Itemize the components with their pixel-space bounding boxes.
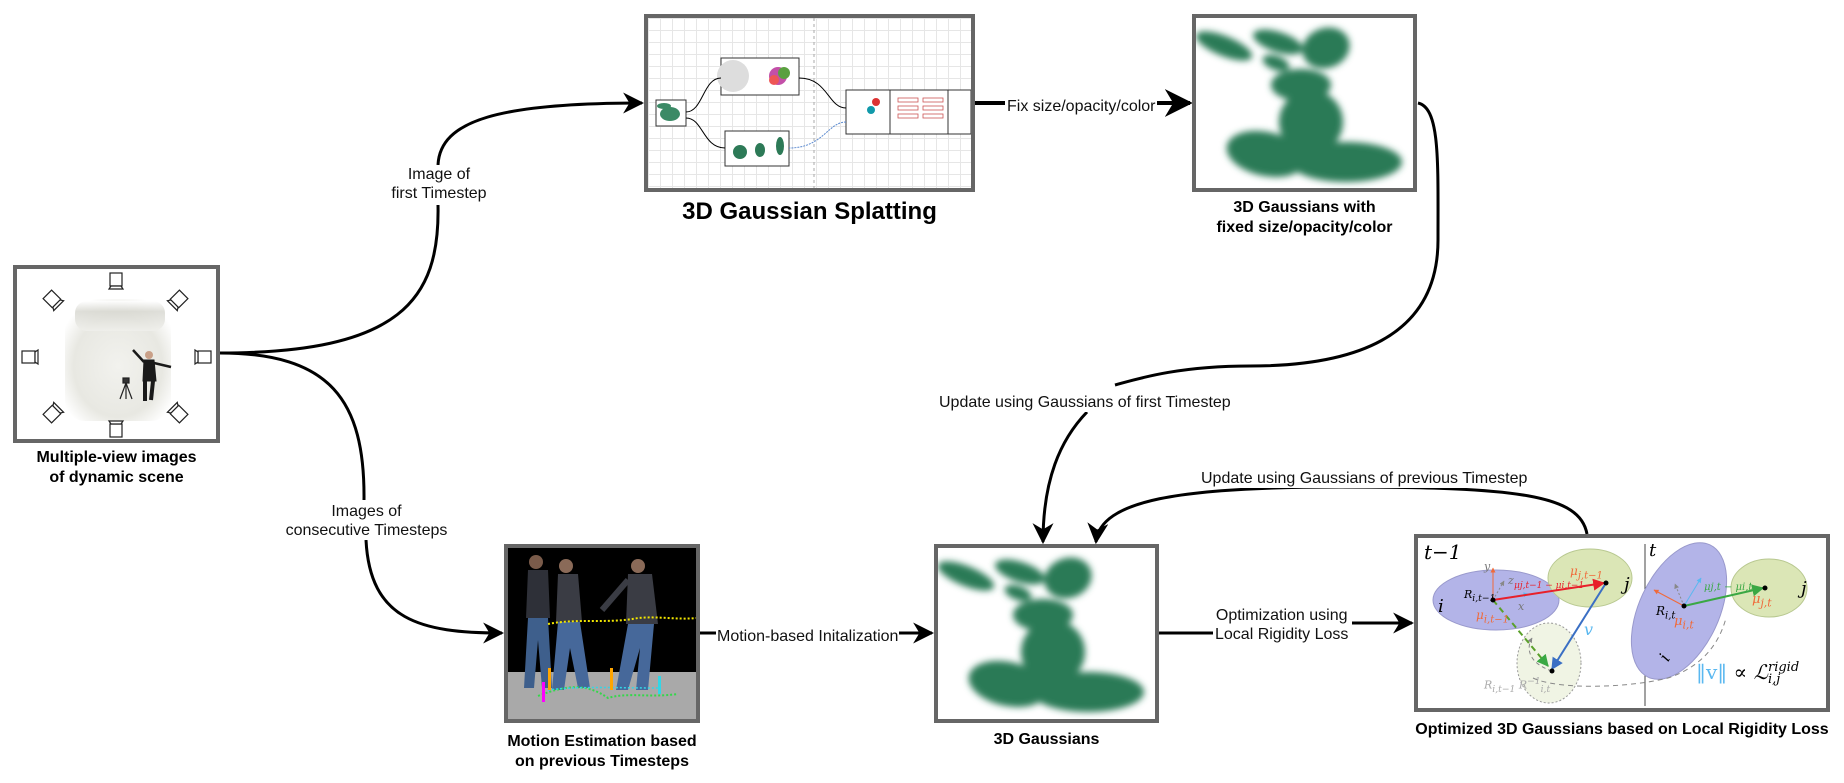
camera-icon <box>21 348 39 366</box>
label-axis-x: x <box>1518 600 1525 613</box>
dancer-icon <box>132 349 172 401</box>
fixed-gaussians-node <box>1192 14 1417 192</box>
camera-icon <box>107 272 125 290</box>
camera-icon <box>194 348 212 366</box>
label-rot-prev: Ri,t−1 <box>1464 588 1496 605</box>
motion-estimation-node <box>504 544 700 723</box>
label-rot-combo: Ri,t−1 R−1i,t <box>1484 676 1551 695</box>
motion-estimation-caption: Motion Estimation based on previous Time… <box>484 732 720 772</box>
edge-label-line: Image of <box>407 166 471 183</box>
camera-icon <box>42 401 65 424</box>
optimized-node: t−1 t i j i j Ri,t−1 μi,t−1 μj,t−1 μj,t−… <box>1414 534 1830 712</box>
pipeline-thumbnail <box>655 18 971 188</box>
person-frame <box>599 559 658 690</box>
gaussian-rotated <box>1516 622 1582 704</box>
label-j-prev: j <box>1624 574 1630 595</box>
label-v: v <box>1584 620 1594 639</box>
rigidity-figure: t−1 t i j i j Ri,t−1 μi,t−1 μj,t−1 μj,t−… <box>1418 538 1826 708</box>
cameras <box>21 272 212 438</box>
gaussian-j-t <box>1730 558 1808 618</box>
label-mu-i-prev: μi,t−1 <box>1476 608 1509 626</box>
walking-person-icon <box>508 548 696 719</box>
edge-label-update-previous: Update using Gaussians of previous Times… <box>1200 469 1529 488</box>
camera-icon <box>42 289 65 312</box>
camera-rig-icon <box>21 272 212 438</box>
caption-line: Multiple-view images <box>36 449 197 466</box>
camera-icon <box>166 401 189 424</box>
multiview-node <box>13 265 220 443</box>
edge-label-line: first Timestep <box>391 185 487 202</box>
person-frame <box>524 555 552 688</box>
caption-line: 3D Gaussians with <box>1233 199 1376 216</box>
label-mu-j-prev: μj,t−1 <box>1570 564 1603 582</box>
fixed-gaussians-caption: 3D Gaussians with fixed size/opacity/col… <box>1192 198 1417 238</box>
tripod-icon <box>119 377 133 400</box>
edge-label-fix: Fix size/opacity/color <box>1006 97 1157 116</box>
edge-label-motion-init: Motion-based Initalization <box>716 627 900 646</box>
edge-label-line: consecutive Timesteps <box>285 522 448 539</box>
camera-icon <box>107 420 125 438</box>
gaussian-bunny-icon <box>1196 27 1402 182</box>
gaussian-splatting-title: 3D Gaussian Splatting <box>682 198 937 225</box>
camera-icon <box>166 289 189 312</box>
label-i-prev: i <box>1438 596 1444 617</box>
edge-label-update-first: Update using Gaussians of first Timestep <box>938 393 1232 412</box>
label-mu-i-t: μi,t <box>1674 614 1694 632</box>
label-diff-prev: μj,t−1 − μi,t−1 <box>1514 581 1585 591</box>
edge-label-line: Images of <box>331 503 402 520</box>
edge-label-optimization: Optimization using Local Rigidity Loss <box>1214 606 1350 644</box>
person-frame <box>552 559 590 690</box>
gaussians-node <box>934 544 1159 723</box>
caption-line: of dynamic scene <box>49 469 184 486</box>
label-axis-z: z <box>1508 574 1514 587</box>
label-rot-t: Ri,t <box>1656 604 1676 622</box>
panel-label-t: t <box>1649 540 1657 561</box>
panel-label-prev: t−1 <box>1424 540 1462 564</box>
optimized-caption: Optimized 3D Gaussians based on Local Ri… <box>1415 721 1829 738</box>
edge-optimization <box>1159 623 1412 633</box>
caption-line: Motion Estimation based <box>507 733 697 750</box>
multiview-caption: Multiple-view images of dynamic scene <box>13 448 220 488</box>
label-j-t: j <box>1801 578 1807 599</box>
gaussian-bunny-icon <box>938 557 1144 712</box>
edge-label-line: Local Rigidity Loss <box>1215 626 1349 643</box>
label-diff-t: μj,t − μi,t <box>1704 582 1753 593</box>
gaussian-splatting-node <box>644 14 975 192</box>
caption-line: fixed size/opacity/color <box>1216 219 1393 236</box>
edge-label-line: Optimization using <box>1215 607 1348 624</box>
label-mu-j-t: μj,t <box>1752 592 1772 610</box>
edge-update-first <box>1043 101 1440 542</box>
gaussians-caption: 3D Gaussians <box>993 731 1100 748</box>
caption-line: on previous Timesteps <box>515 753 689 770</box>
rigidity-diagram <box>1432 542 1808 706</box>
edge-label-images-consecutive: Images of consecutive Timesteps <box>278 502 455 540</box>
edge-image-first <box>219 103 642 355</box>
edge-images-consecutive <box>219 351 502 633</box>
label-axis-y: y <box>1484 560 1491 573</box>
gaussian-i-t <box>1630 542 1728 680</box>
edge-label-image-first: Image of first Timestep <box>378 165 500 203</box>
